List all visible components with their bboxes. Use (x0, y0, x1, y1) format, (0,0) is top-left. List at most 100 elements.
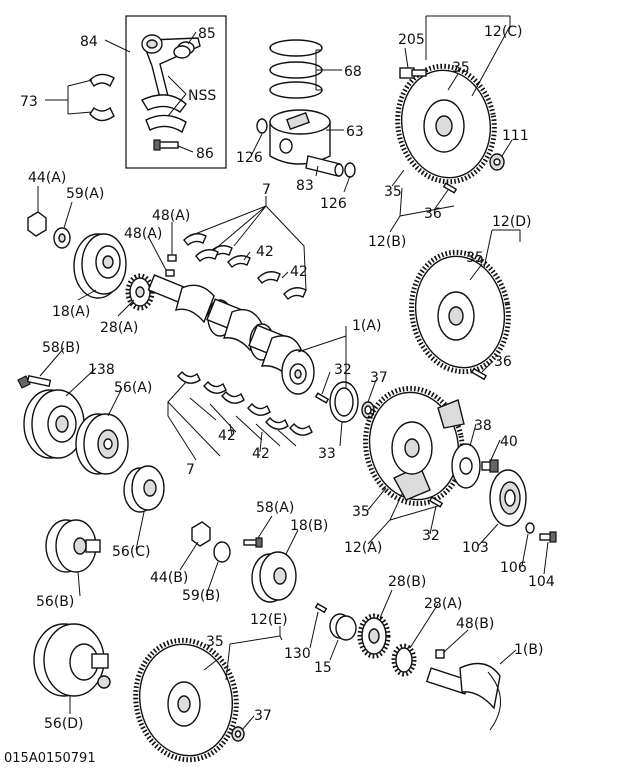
pulley-56a (75, 413, 129, 475)
label-104: 104 (528, 574, 555, 590)
label-12b: 12(B) (368, 234, 406, 250)
label-36b: 36 (494, 354, 512, 370)
label-42d: 42 (252, 446, 270, 462)
flywheel-bolt-205 (399, 67, 427, 79)
label-40: 40 (500, 434, 518, 450)
nut-44a (27, 211, 47, 237)
label-56d: 56(D) (44, 716, 84, 732)
callout-labels: 84 85 NSS 86 73 68 63 126 83 126 205 12(… (4, 24, 555, 766)
label-205: 205 (398, 32, 425, 48)
pulley-56c (123, 465, 165, 513)
label-35b: 35 (384, 184, 402, 200)
label-1b: 1(B) (514, 642, 543, 658)
connecting-rod (140, 34, 201, 113)
rear-oil-seal-33 (329, 381, 359, 423)
piston-pin-snap-ring-2 (344, 162, 356, 178)
label-48a-2: 48(A) (124, 226, 162, 242)
piston-rings (269, 39, 323, 99)
piston (269, 109, 331, 165)
figure-id: 015A0150791 (4, 751, 96, 766)
flywheel-12a (363, 385, 465, 507)
label-42c: 42 (218, 428, 236, 444)
crankshaft-1a (147, 274, 315, 395)
nut-44b (191, 521, 211, 547)
label-28a-2: 28(A) (424, 596, 462, 612)
label-126a: 126 (236, 150, 263, 166)
bolt-58b (17, 374, 52, 389)
label-38: 38 (474, 418, 492, 434)
label-35d: 35 (352, 504, 370, 520)
label-18b: 18(B) (290, 518, 328, 534)
piston-pin-snap-ring (256, 118, 268, 134)
pulley-138 (23, 389, 85, 459)
label-73: 73 (20, 94, 38, 110)
label-12d: 12(D) (492, 214, 532, 230)
key-130 (314, 602, 328, 614)
label-48a-1: 48(A) (152, 208, 190, 224)
flywheel-12e (133, 637, 239, 763)
flywheel-12c (395, 63, 497, 185)
label-12a: 12(A) (344, 540, 382, 556)
small-end-bushing (173, 41, 195, 59)
pulley-56b (45, 519, 101, 573)
bolt-40 (481, 459, 499, 473)
pulley-56d (33, 623, 111, 697)
connecting-rod-inset-box (125, 15, 227, 169)
label-35c: 35 (466, 250, 484, 266)
crank-gear-28a (125, 273, 155, 311)
dowel-pin-32a (314, 392, 330, 404)
label-7b: 7 (186, 462, 195, 478)
label-63: 63 (346, 124, 364, 140)
crank-pulley-18a (73, 233, 127, 299)
label-58a: 58(A) (256, 500, 294, 516)
label-37b: 37 (254, 708, 272, 724)
label-84: 84 (80, 34, 98, 50)
label-130: 130 (284, 646, 311, 662)
label-44b: 44(B) (150, 570, 188, 586)
label-12c: 12(C) (484, 24, 523, 40)
label-86: 86 (196, 146, 214, 162)
bolt-58a (243, 537, 263, 548)
piston-pin (305, 155, 344, 177)
rod-bolt (153, 139, 179, 151)
label-7a: 7 (262, 182, 271, 198)
label-42b: 42 (290, 264, 308, 280)
label-15: 15 (314, 660, 332, 676)
label-35a: 35 (452, 60, 470, 76)
key-48a-1 (167, 254, 177, 262)
rod-bearing-shells (89, 73, 115, 122)
label-nss: NSS (188, 88, 216, 104)
gear-28b (357, 613, 391, 659)
label-56c: 56(C) (112, 544, 151, 560)
crank-pulley-18b (251, 551, 297, 603)
label-59b: 59(B) (182, 588, 220, 604)
label-32a: 32 (334, 362, 352, 378)
label-106: 106 (500, 560, 527, 576)
label-35e: 35 (206, 634, 224, 650)
ring-gear-plate-38 (451, 443, 481, 489)
label-44a: 44(A) (28, 170, 66, 186)
washer-106 (525, 522, 535, 534)
dowel-pin-36b (470, 367, 488, 381)
label-1a: 1(A) (352, 318, 381, 334)
label-33: 33 (318, 446, 336, 462)
label-56b: 56(B) (36, 594, 74, 610)
pilot-bearing-37b (231, 726, 245, 742)
label-126b: 126 (320, 196, 347, 212)
label-48b: 48(B) (456, 616, 494, 632)
main-bearing-shells-lower (177, 370, 313, 436)
label-58b: 58(B) (42, 340, 80, 356)
label-28b: 28(B) (388, 574, 426, 590)
label-12e: 12(E) (250, 612, 288, 628)
washer-59b (213, 541, 231, 563)
spacer-15 (329, 613, 357, 641)
label-36a: 36 (424, 206, 442, 222)
crankshaft-1b (425, 662, 501, 731)
label-59a: 59(A) (66, 186, 104, 202)
label-83: 83 (296, 178, 314, 194)
label-85: 85 (198, 26, 216, 42)
key-48b (435, 649, 445, 659)
nut-111 (489, 153, 505, 171)
label-56a: 56(A) (114, 380, 152, 396)
